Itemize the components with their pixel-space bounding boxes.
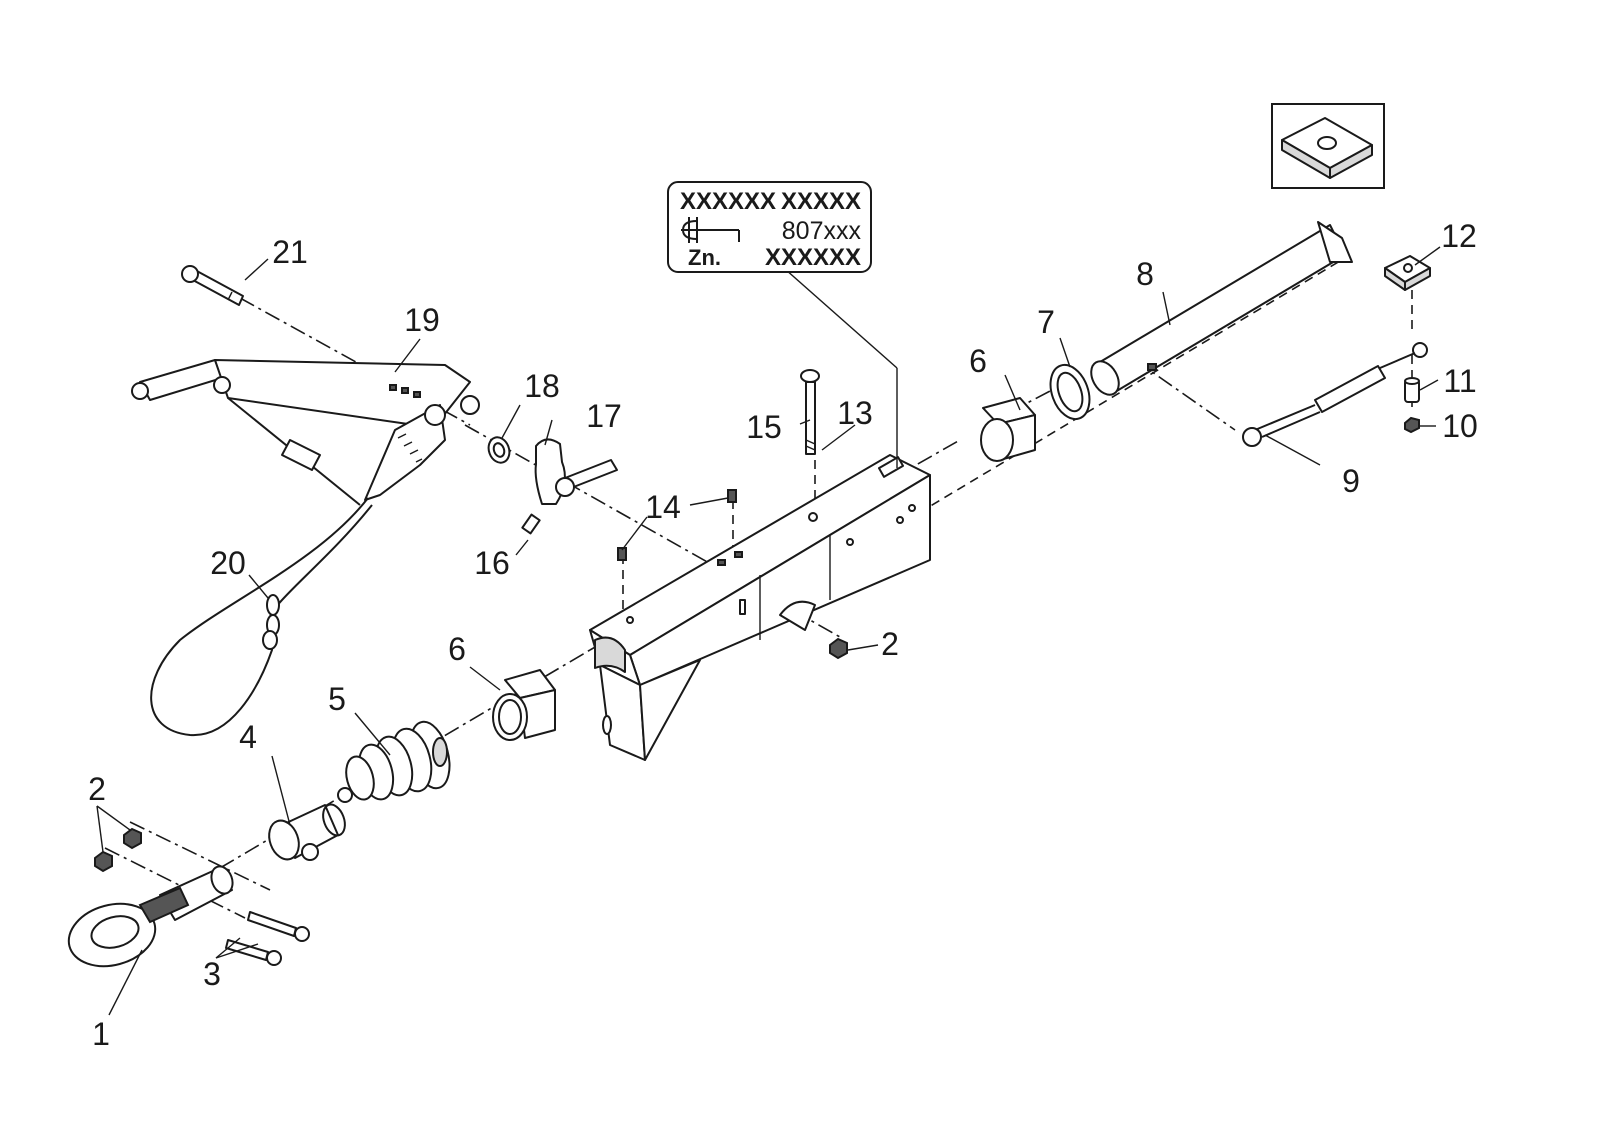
hitch-symbol-icon (681, 217, 740, 243)
callout-3: 3 (203, 956, 221, 992)
inset-detail-box (1271, 103, 1385, 189)
callout-9: 9 (1342, 463, 1360, 499)
nameplate-row1-left: XXXXXX (680, 188, 776, 215)
bushing-part-11 (1404, 377, 1420, 403)
callout-19: 19 (404, 302, 440, 338)
latch-part-17 (534, 438, 618, 505)
callout-4: 4 (239, 719, 257, 755)
callout-16: 16 (474, 545, 510, 581)
callout-14: 14 (645, 489, 681, 525)
nameplate-row3-value: XXXXXX (765, 244, 861, 271)
nut-part-10 (1404, 416, 1420, 434)
brake-lever-part-19 (131, 359, 480, 506)
block-part-6-lower (492, 669, 556, 741)
callout-10: 10 (1442, 408, 1478, 444)
nameplate-row1-right: XXXXX (781, 188, 861, 215)
callout-15: 15 (746, 409, 782, 445)
pin-part-21 (181, 265, 244, 306)
nuts-part-2 (94, 637, 848, 873)
callout-2-right: 2 (881, 626, 899, 662)
callout-6-lower: 6 (448, 631, 466, 667)
callout-6-upper: 6 (969, 343, 987, 379)
nameplate: XXXXXX XXXXX 807xxx Zn. XXXXXX (667, 181, 872, 273)
callout-13: 13 (837, 395, 873, 431)
plate-part-12 (1384, 255, 1431, 291)
callout-2-left: 2 (88, 771, 106, 807)
callout-7: 7 (1037, 304, 1055, 340)
nipple-part-16 (521, 513, 541, 535)
nameplate-row3-label: Zn. (688, 245, 721, 270)
callout-5: 5 (328, 681, 346, 717)
bolt-part-15 (800, 369, 820, 455)
callout-12: 12 (1441, 218, 1477, 254)
sleeve-part-4 (268, 803, 346, 861)
callout-1: 1 (92, 1016, 110, 1052)
nameplate-number: 807xxx (782, 217, 862, 245)
cable-part-20 (150, 497, 373, 737)
bolts-part-3 (225, 911, 310, 966)
drawbar-eye-part-1 (67, 865, 234, 968)
callout-20: 20 (210, 545, 246, 581)
callout-8: 8 (1136, 256, 1154, 292)
tube-part-8 (1090, 221, 1353, 396)
drawbar-frame-part-13 (589, 454, 931, 761)
gas-spring-part-9 (1242, 342, 1428, 447)
block-part-6-upper (980, 397, 1036, 462)
grease-nipples-part-14 (617, 489, 737, 561)
ring-part-7 (1049, 363, 1091, 421)
callout-21: 21 (272, 234, 308, 270)
callout-11: 11 (1443, 363, 1476, 399)
callout-17: 17 (586, 398, 622, 434)
callout-labels: 1 2 3 4 5 6 2 6 7 8 9 10 11 12 13 14 15 … (88, 218, 1478, 1052)
damper-part-5 (337, 720, 451, 803)
washer-part-18 (487, 436, 511, 464)
callout-18: 18 (524, 368, 560, 404)
